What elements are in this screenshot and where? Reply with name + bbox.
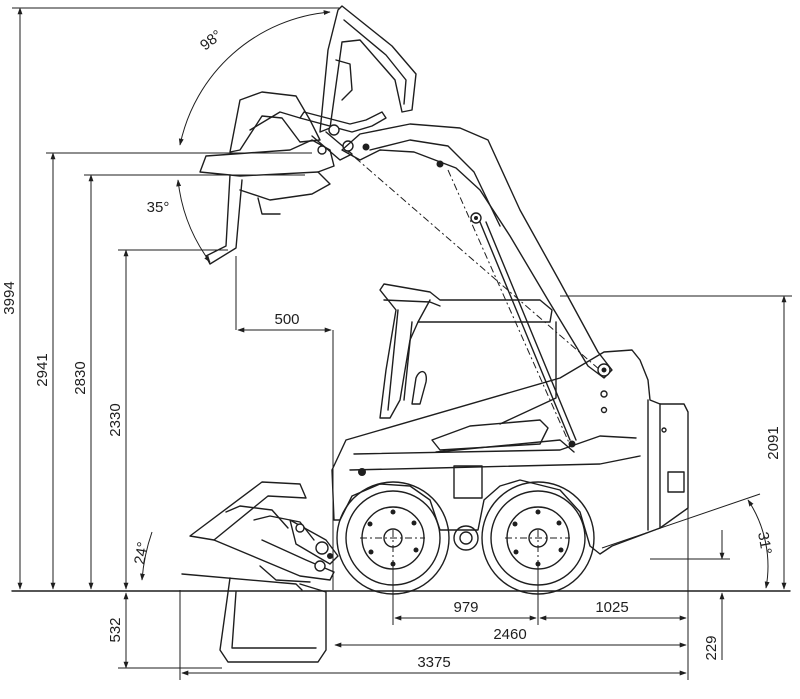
arc-24: [140, 531, 153, 581]
dim-2460-label: 2460: [493, 626, 526, 643]
dim-3375-label: 3375: [417, 654, 450, 671]
departure-angle-line: [601, 493, 761, 549]
dim-1025-label: 1025: [595, 599, 628, 616]
arc-98: [178, 10, 331, 146]
angle-labels: 98° 35° 24° 31°: [131, 27, 775, 566]
angle-35-label: 35°: [147, 199, 170, 216]
dim-229-label: 229: [703, 635, 720, 660]
dim-532-label: 532: [107, 617, 124, 642]
angle-24-label: 24°: [131, 541, 152, 566]
raised-bucket-dump: [319, 5, 417, 133]
dim-979-label: 979: [453, 599, 478, 616]
angle-arcs: [140, 10, 770, 589]
horizontal-dimensions: [181, 327, 687, 676]
angle-31-label: 31°: [754, 531, 775, 556]
raised-bucket-rolled: [199, 91, 335, 265]
cab-frame: [379, 283, 575, 453]
dim-3994-label: 3994: [1, 281, 18, 314]
angle-98-label: 98°: [197, 27, 225, 54]
rear-wheel: [481, 481, 595, 595]
lift-arm: [341, 123, 613, 448]
vertical-dimensions: [17, 7, 787, 669]
lowered-linkage: [289, 519, 339, 572]
axle-hub: [453, 525, 479, 551]
front-wheel: [336, 481, 450, 595]
dim-2830-label: 2830: [72, 361, 89, 394]
dimension-labels: 3994 2941 2830 2330 532 2091 229 500 979…: [1, 281, 782, 671]
dim-500-label: 500: [274, 311, 299, 328]
raised-linkage: [299, 111, 444, 168]
dim-2330-label: 2330: [107, 403, 124, 436]
dim-2941-label: 2941: [34, 353, 51, 386]
chassis: [331, 349, 689, 555]
arc-31: [747, 499, 770, 589]
arc-35: [176, 179, 211, 263]
lowered-bucket: [181, 481, 335, 663]
dim-2091-label: 2091: [765, 426, 782, 459]
